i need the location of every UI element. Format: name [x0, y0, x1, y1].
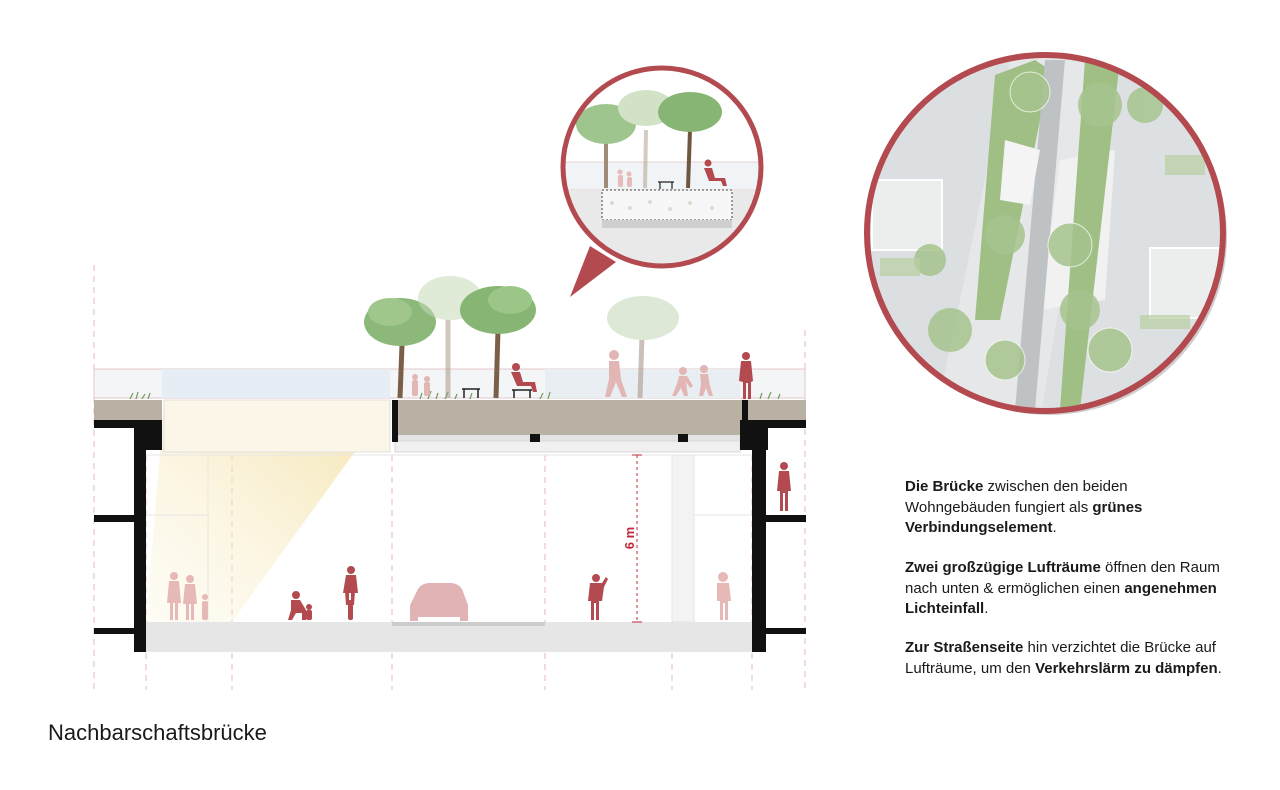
- description-emphasis: grünes Verbindungselement: [905, 498, 1143, 537]
- description-text: öffnen den Raum nach unten & ermöglichen…: [905, 559, 1220, 597]
- person-window: [777, 462, 791, 511]
- person: [167, 572, 181, 620]
- height-dimension: 6 m: [622, 454, 642, 623]
- person: [183, 575, 197, 620]
- person: [424, 376, 430, 396]
- person: [412, 374, 418, 396]
- tree: [364, 298, 436, 399]
- description-text: zwischen den beiden Wohngebäuden fungier…: [905, 478, 1128, 516]
- person-phone: [588, 574, 608, 620]
- description-paragraph-2: Zwei großzügige Lufträume öffnen den Rau…: [905, 558, 1225, 620]
- site-plan-bubble: [864, 52, 1227, 415]
- dimension-label: 6 m: [622, 527, 637, 549]
- tree: [607, 296, 679, 399]
- child: [672, 367, 693, 396]
- cyclist: [343, 566, 358, 620]
- description-emphasis: Die Brücke: [905, 478, 984, 495]
- people-bridge: [412, 350, 753, 399]
- person-walking: [605, 350, 627, 397]
- child: [699, 365, 713, 396]
- diagram-caption: Nachbarschaftsbrücke: [48, 720, 267, 745]
- description-emphasis: angenehmen Lichteinfall: [905, 579, 1217, 618]
- child: [202, 594, 208, 620]
- building-left: [94, 420, 162, 652]
- description-text: hin verzichtet die Brücke auf Lufträume,…: [905, 639, 1216, 677]
- people-underbridge: [167, 462, 791, 621]
- description-emphasis: Zwei großzügige Lufträume: [905, 559, 1101, 576]
- trees: [364, 276, 679, 399]
- description-emphasis: Verkehrslärm zu dämpfen: [1035, 659, 1218, 677]
- underbridge-lines: [146, 454, 752, 623]
- building-right: [740, 420, 806, 652]
- description-paragraph-3: Zur Straßenseite hin verzichtet die Brüc…: [905, 638, 1225, 679]
- description-emphasis: Zur Straßenseite: [905, 639, 1024, 656]
- description-text: .: [1052, 519, 1057, 536]
- person-crouching: [288, 591, 312, 620]
- bridge-deck: [94, 400, 806, 453]
- description-text: .: [1217, 659, 1222, 677]
- void-opening: [163, 399, 391, 453]
- ground-slab: [146, 622, 752, 652]
- person-sitting: [511, 363, 537, 392]
- detail-bubble: [560, 65, 764, 297]
- description-paragraph-1: Die Brücke zwischen den beiden Wohngebäu…: [905, 477, 1225, 539]
- tree: [460, 286, 536, 399]
- benches: [462, 388, 532, 398]
- light-cone: [146, 403, 390, 622]
- person: [717, 572, 731, 620]
- car: [410, 583, 468, 621]
- person-standing: [739, 352, 753, 399]
- description-text: .: [984, 600, 989, 617]
